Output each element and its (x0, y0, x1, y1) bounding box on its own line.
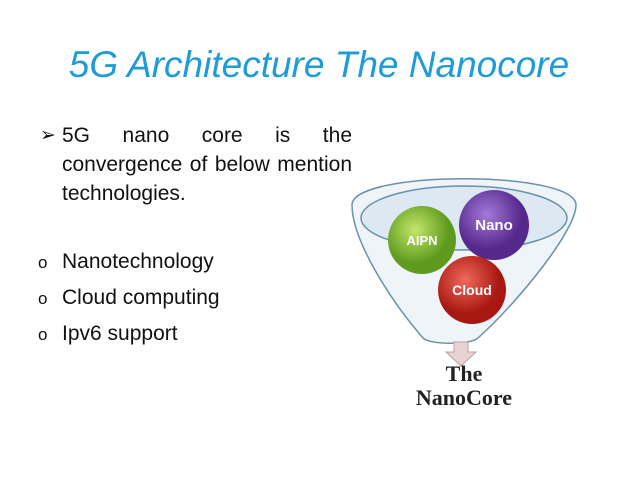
list-item: o Cloud computing (38, 286, 220, 322)
nano-circle (459, 190, 529, 260)
aipn-circle (388, 206, 456, 274)
slide-title: 5G Architecture The Nanocore (68, 44, 570, 85)
arrow-bullet-icon: ➢ (40, 125, 56, 146)
result-line-1: The (446, 361, 483, 386)
intro-bullet: ➢ 5G nano core is the convergence of bel… (40, 121, 352, 208)
intro-text: 5G nano core is the convergence of below… (62, 124, 352, 205)
nano-label: Nano (475, 217, 513, 234)
cloud-label: Cloud (452, 282, 492, 298)
list-item-label: Cloud computing (62, 286, 220, 309)
bullet: o (38, 253, 48, 272)
cloud-circle (438, 256, 506, 324)
bullet: o (38, 289, 48, 308)
down-arrow-icon (444, 341, 478, 367)
list-item: o Ipv6 support (38, 322, 220, 358)
list-item-label: Ipv6 support (62, 322, 178, 345)
list-item: o Nanotechnology (38, 250, 220, 286)
aipn-label: AIPN (406, 233, 437, 248)
bullet: o (38, 325, 48, 344)
result-line-2: NanoCore (416, 385, 512, 410)
list-item-label: Nanotechnology (62, 250, 214, 273)
